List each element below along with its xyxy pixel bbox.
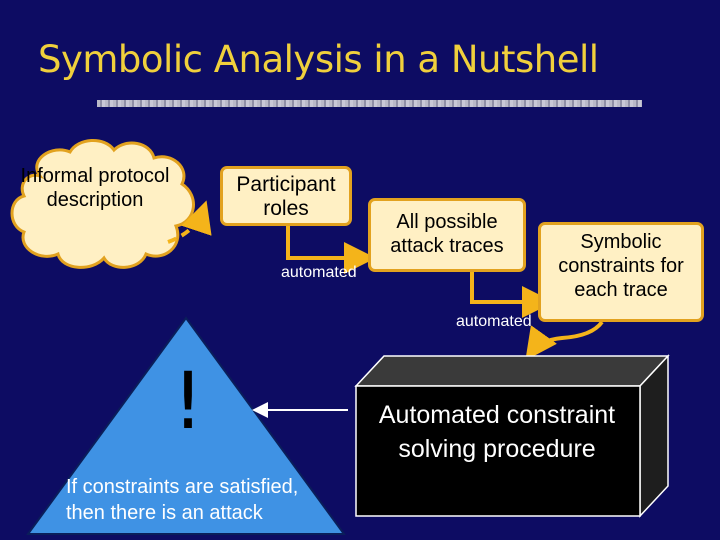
solver-box [354,354,670,518]
warning-line-1: If constraints are satisfied, [66,476,299,498]
constraints-to-solver-arrow [525,320,604,361]
participant-roles-box: Participant roles [220,166,352,226]
dashed-arrow [167,200,212,244]
automated-label-1: automated [281,264,357,281]
title-underline [97,100,642,107]
exclamation-mark: ! [172,357,204,447]
symbolic-constraints-box: Symbolic constraints for each trace [538,222,704,322]
warning-caption: If constraints are satisfied, then there… [66,474,298,526]
slide-title: Symbolic Analysis in a Nutshell [38,38,599,81]
automated-label-2: automated [456,313,532,330]
informal-description-label: Informal protocol description [20,165,170,211]
automated-arrow-2 [470,272,554,318]
warning-triangle [26,316,346,535]
automated-arrow-1 [286,226,376,274]
attack-traces-box: All possible attack traces [368,198,526,272]
warning-line-2: then there is an attack [66,502,263,524]
solver-label: Automated constraint solving procedure [378,401,616,463]
informal-description-cloud [10,139,195,269]
